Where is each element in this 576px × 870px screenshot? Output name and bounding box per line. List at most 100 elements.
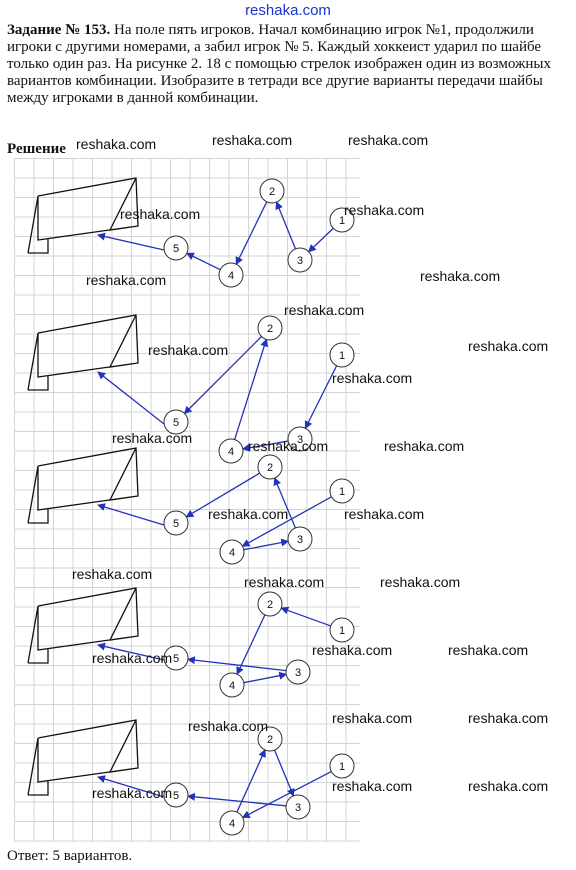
pass-arrow-3-2 [273,477,296,529]
player-label-3: 3 [297,534,303,546]
variant-diagram-5: 1 2 3 4 5 [27,719,355,836]
pass-arrow-3-5 [186,792,287,807]
goal-net-icon [27,447,139,524]
watermark-text: reshaka.com [148,342,229,358]
player-node-1 [329,207,355,233]
watermark-text: reshaka.com [92,785,173,801]
watermark-text: reshaka.com [188,718,269,734]
player-node-1 [329,753,355,779]
pass-arrow-4-2 [234,338,269,440]
pass-arrow-2-4 [235,201,268,266]
goal-net-icon [27,587,139,664]
site-header[interactable]: reshaka.com [245,2,331,19]
solution-heading: Решение [7,141,66,157]
watermark-text: reshaka.com [92,650,173,666]
watermark-text: reshaka.com [86,272,167,288]
player-node-5 [163,782,189,808]
pass-arrow-4-3 [243,538,290,551]
watermark-text: reshaka.com [468,338,549,354]
player-node-2 [257,454,283,480]
player-node-1 [329,617,355,643]
player-label-2: 2 [267,599,273,611]
pass-arrow-3-4 [241,440,289,452]
watermark-text: reshaka.com [384,438,465,454]
pass-arrow-2-5 [185,472,261,518]
player-node-4 [219,810,245,836]
player-node-5 [163,645,189,671]
watermark-text: reshaka.com [312,642,393,658]
player-label-2: 2 [267,323,273,335]
player-node-5 [163,409,189,435]
player-label-3: 3 [297,255,303,267]
watermark-text: reshaka.com [420,268,501,284]
player-label-4: 4 [229,680,235,692]
task-title: Задание № 153. [7,22,111,38]
player-label-3: 3 [297,434,303,446]
player-label-3: 3 [295,667,301,679]
watermark-text: reshaka.com [208,506,289,522]
shot-arrow [97,775,165,798]
player-node-4 [218,262,244,288]
task-text: На поле пять игроков. Начал комбинацию и… [7,22,551,106]
player-label-2: 2 [269,186,275,198]
player-node-2 [257,591,283,617]
player-node-3 [287,247,313,273]
player-label-1: 1 [339,486,345,498]
pass-arrow-1-4 [241,770,332,819]
player-label-5: 5 [173,518,179,530]
player-label-3: 3 [295,802,301,814]
watermark-text: reshaka.com [344,202,425,218]
variant-diagram-2: 1 2 3 4 5 [27,314,355,464]
player-label-5: 5 [173,653,179,665]
task-statement: Задание № 153. На поле пять игроков. Нач… [7,22,573,107]
pass-arrow-1-2 [280,606,331,627]
player-label-5: 5 [173,790,179,802]
player-label-5: 5 [173,417,179,429]
player-node-2 [257,726,283,752]
shot-arrow [97,232,165,251]
watermark-text: reshaka.com [332,778,413,794]
player-label-2: 2 [267,734,273,746]
watermark-text: reshaka.com [244,574,325,590]
player-node-3 [287,526,313,552]
player-label-4: 4 [228,446,234,458]
watermark-text: reshaka.com [468,710,549,726]
player-node-5 [163,235,189,261]
player-node-4 [219,672,245,698]
shot-arrow [97,503,165,526]
player-label-2: 2 [267,462,273,474]
player-label-1: 1 [339,350,345,362]
pass-arrow-1-3 [307,227,334,253]
watermark-text: reshaka.com [332,370,413,386]
watermark-text: reshaka.com [72,566,153,582]
watermark-text: reshaka.com [212,132,293,148]
player-node-4 [218,438,244,464]
player-label-5: 5 [173,243,179,255]
pass-arrow-2-4 [236,614,266,676]
watermark-text: reshaka.com [76,136,157,152]
pass-arrow-4-3 [243,671,288,684]
pass-arrow-4-5 [185,252,221,271]
watermark-text: reshaka.com [284,302,365,318]
player-node-4 [219,539,245,565]
goal-net-icon [27,314,139,391]
player-node-5 [163,510,189,536]
goal-net-icon [27,177,139,254]
player-node-1 [329,478,355,504]
player-label-4: 4 [229,547,235,559]
shot-arrow [97,371,165,425]
player-node-3 [285,794,311,820]
player-label-4: 4 [229,818,235,830]
watermark-text: reshaka.com [332,710,413,726]
pass-arrow-2-5 [183,336,262,415]
player-label-4: 4 [228,270,234,282]
watermark-text: reshaka.com [380,574,461,590]
player-node-2 [257,315,283,341]
shot-arrow [97,642,165,661]
watermark-text: reshaka.com [248,438,329,454]
player-label-1: 1 [339,761,345,773]
answer-text: Ответ: 5 вариантов. [7,848,133,864]
